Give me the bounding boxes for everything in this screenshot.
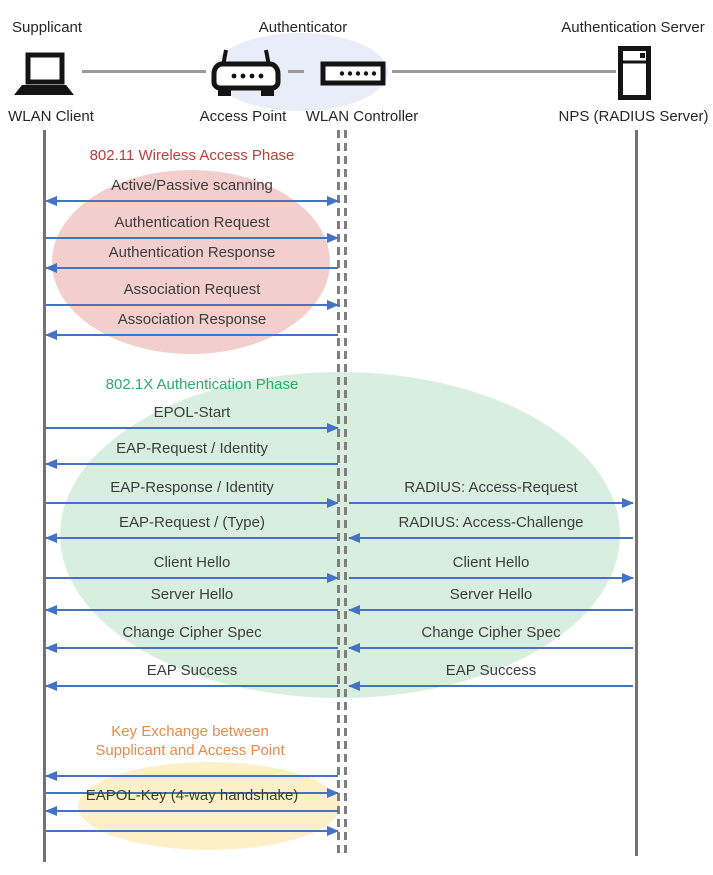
message-arrow [349,573,634,583]
message-label: Active/Passive scanning [111,177,273,194]
authenticator-role-label: Authenticator [258,19,348,36]
message-label: Server Hello [150,586,234,603]
message-arrow [45,533,338,543]
arrowhead-left [45,196,57,206]
arrowhead-right [327,233,339,243]
message-label: Association Request [123,281,261,298]
message-arrow [45,605,338,615]
message-arrow [45,196,339,206]
arrowhead-right [622,498,634,508]
message-arrow [45,681,338,691]
arrowhead-left [348,533,360,543]
arrowhead-left [45,771,57,781]
ap-controller-connector [288,70,304,73]
message-arrow [46,498,339,508]
message-label: Association Response [117,311,267,328]
message-label: Authentication Response [108,244,276,261]
message-arrow [349,498,634,508]
message-arrow [45,330,338,340]
message-label: EAP-Request / (Type) [119,514,265,531]
message-label: EAP Success [146,662,238,679]
arrowhead-right [327,300,339,310]
message-label: EAP-Response / Identity [110,479,274,496]
message-arrow [45,263,338,273]
server-icon [618,46,651,100]
key-exchange-phase-title: Key Exchange between Supplicant and Acce… [45,722,335,760]
message-arrow [348,533,633,543]
arrowhead-right [327,498,339,508]
message-label: Client Hello [153,554,231,571]
message-arrow [45,643,338,653]
message-label: EAP-Request / Identity [116,440,268,457]
arrowhead-right [327,573,339,583]
message-label: Change Cipher Spec [122,624,262,641]
message-label: Authentication Request [114,214,270,231]
arrowhead-left [45,643,57,653]
message-arrow [45,771,338,781]
message-label: EAP Success [445,662,537,679]
key-exchange-title-line1: Key Exchange between [111,723,269,740]
arrowhead-right [327,788,339,798]
controller-server-connector [392,70,616,73]
supplicant-lifeline [43,130,46,862]
arrowhead-left [45,681,57,691]
arrowhead-left [348,643,360,653]
message-arrow [46,573,339,583]
message-label: Server Hello [449,586,533,603]
wlan-client-label: WLAN Client [8,108,94,125]
message-arrow [46,826,339,836]
laptop-icon [14,52,74,95]
message-arrow [46,788,339,798]
server-lifeline [635,130,638,856]
dot1x-phase-title: 802.1X Authentication Phase [105,376,299,393]
arrowhead-right [327,196,339,206]
message-label: RADIUS: Access-Challenge [398,514,584,531]
arrowhead-left [45,605,57,615]
controller-lifeline-right [344,130,347,856]
message-arrow [46,233,339,243]
client-ap-connector [82,70,206,73]
arrowhead-left [45,263,57,273]
message-arrow [45,459,338,469]
supplicant-role-label: Supplicant [12,19,83,36]
arrowhead-left [348,681,360,691]
access-point-label: Access Point [199,108,287,125]
arrowhead-left [45,459,57,469]
message-arrow [348,643,633,653]
arrowhead-left [45,533,57,543]
controller-lifeline-left [337,130,340,856]
message-label: Client Hello [452,554,530,571]
message-arrow [46,300,339,310]
arrowhead-right [327,423,339,433]
message-arrow [45,806,338,816]
arrowhead-left [45,330,57,340]
arrowhead-right [622,573,634,583]
message-label: Change Cipher Spec [421,624,561,641]
nps-server-label: NPS (RADIUS Server) [558,108,709,125]
arrowhead-left [348,605,360,615]
key-exchange-title-line2: Supplicant and Access Point [95,742,285,759]
message-arrow [348,605,633,615]
message-arrow [46,423,339,433]
arrowhead-left [45,806,57,816]
message-label: EAPOL-Key (4-way handshake) [85,787,299,804]
arrowhead-right [327,826,339,836]
auth-server-role-label: Authentication Server [561,19,705,36]
message-label: RADIUS: Access-Request [404,479,578,496]
access-point-icon [211,49,281,96]
dot1x-phase-ellipse [60,372,620,698]
wlan-controller-label: WLAN Controller [305,108,419,125]
message-label: EPOL-Start [153,404,231,421]
message-arrow [348,681,633,691]
wireless-phase-title: 802.11 Wireless Access Phase [89,147,295,164]
wlan-controller-icon [320,61,386,86]
